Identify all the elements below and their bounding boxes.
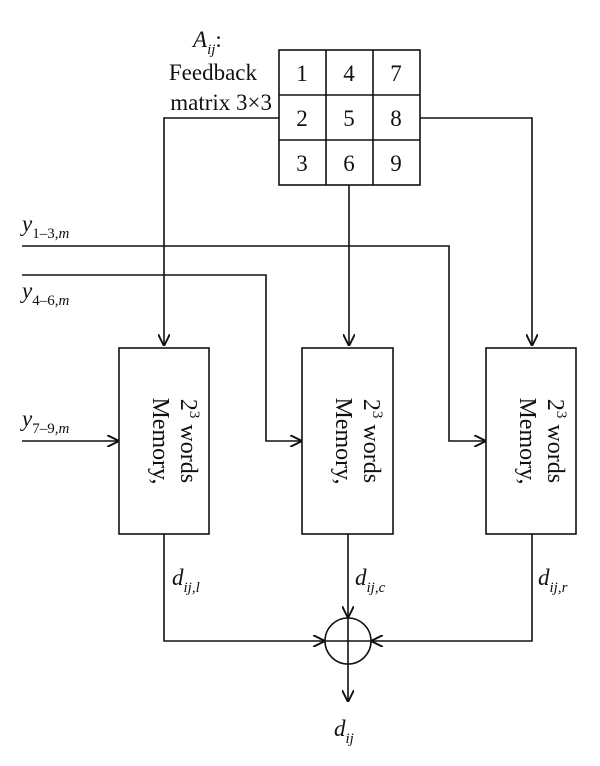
xor-sum-icon [324,617,372,665]
feedback-wire-right [420,117,532,346]
matrix-caption-line1: Feedback [169,60,258,85]
matrix-cell: 3 [296,151,308,176]
input-label-1-3: y1–3,m [20,211,69,242]
memory-label: Memory, [330,397,356,484]
input-wires [22,245,486,441]
output-label-left: dij,l [172,565,200,596]
matrix-cell: 7 [390,61,402,86]
matrix-frame [278,49,421,186]
memory-size: 23 words [542,399,569,483]
matrix-label: Aij: Feedback matrix 3×3 [169,27,272,115]
input-label-4-6: y4–6,m [20,278,69,309]
matrix-cell: 2 [296,106,308,131]
input-wire-1-3 [22,245,486,441]
memory-box [485,347,577,535]
memory-box [301,347,394,535]
feedback-wire-left [164,117,279,346]
feedback-matrix: 1 4 7 2 5 8 3 6 9 [278,49,421,186]
input-wire-4-6 [22,274,302,441]
memory-size: 23 words [175,399,202,483]
memory-label: Memory, [147,397,173,484]
memory-label: Memory, [514,397,540,484]
output-label-right: dij,r [538,565,568,596]
matrix-cell: 6 [343,151,355,176]
memory-block-left: Memory, 23 words [118,347,210,535]
memory-block-right: Memory, 23 words [485,347,577,535]
matrix-cell: 4 [343,61,355,86]
input-labels: y1–3,m y4–6,m y7–9,m [20,211,69,437]
output-wire-right [371,534,533,641]
matrix-cell: 8 [390,106,402,131]
input-label-7-9: y7–9,m [20,406,69,437]
memory-size: 23 words [358,399,385,483]
matrix-cell: 1 [296,61,308,86]
memory-block-center: Memory, 23 words [301,347,394,535]
memory-box [118,347,210,535]
output-wire-left [163,534,325,641]
matrix-cell: 5 [343,106,355,131]
matrix-caption-line2: matrix 3×3 [170,90,272,115]
output-wires [163,534,533,702]
matrix-feedback-wires [164,117,532,346]
output-label-center: dij,c [355,565,386,596]
output-labels: dij,l dij,c dij,r [172,565,568,596]
matrix-cell: 9 [390,151,402,176]
matrix-name: Aij: [191,27,222,58]
result-label: dij [334,716,354,747]
